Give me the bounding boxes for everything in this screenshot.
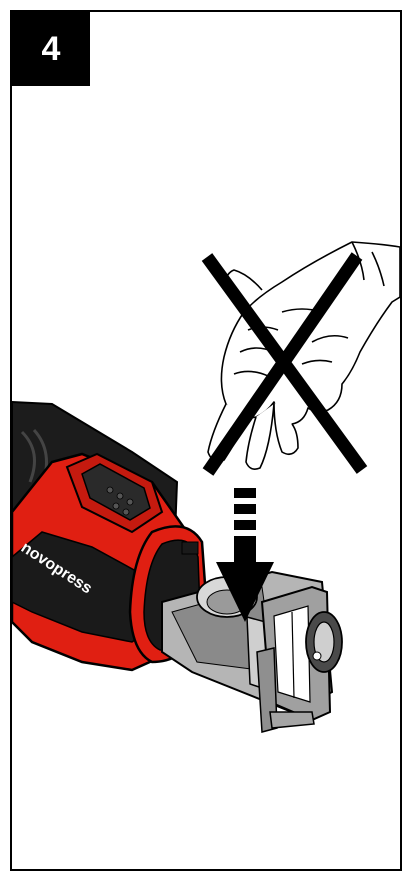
step-number-badge: 4	[12, 12, 90, 86]
instruction-illustration: novopress	[12, 12, 400, 869]
step-number: 4	[42, 32, 61, 66]
instruction-panel: novopress	[10, 10, 402, 871]
